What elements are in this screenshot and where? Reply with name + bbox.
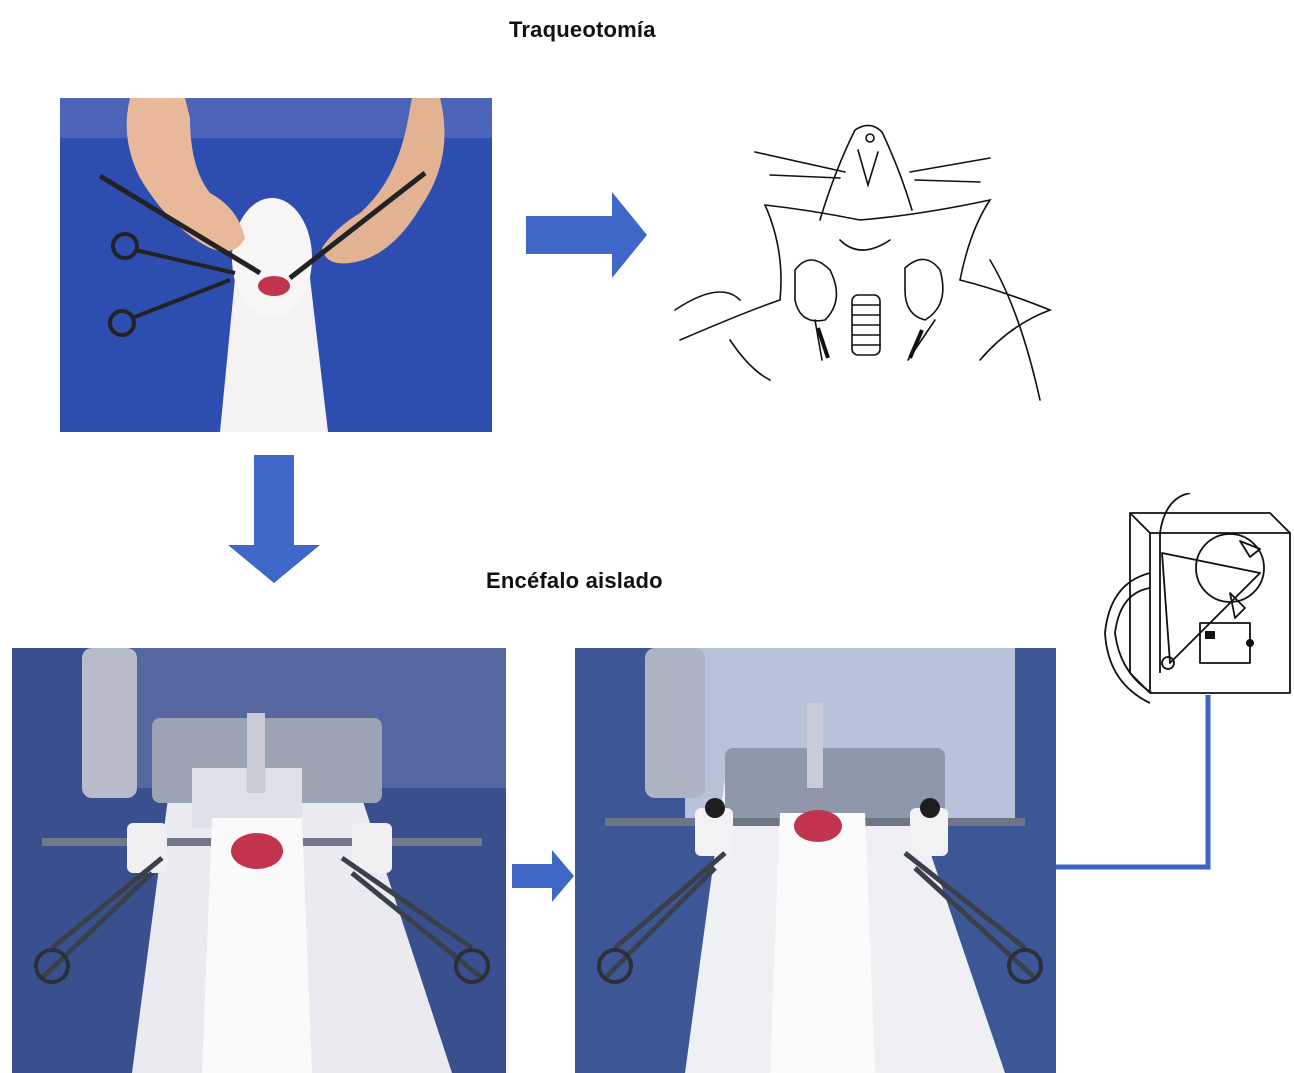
isolated-brain-photo-right (575, 648, 1056, 1073)
arrow-down-icon (228, 455, 320, 583)
tracheotomy-photo (60, 98, 492, 432)
title-encefalo-aislado: Encéfalo aislado (486, 568, 663, 594)
title-traqueotomia: Traqueotomía (509, 17, 656, 43)
recording-device-drawing (1090, 493, 1294, 725)
isolated-brain-photo-left (12, 648, 506, 1073)
arrow-right-icon (512, 850, 574, 902)
tracheotomy-sketch (660, 110, 1100, 420)
arrow-right-icon (526, 192, 647, 278)
